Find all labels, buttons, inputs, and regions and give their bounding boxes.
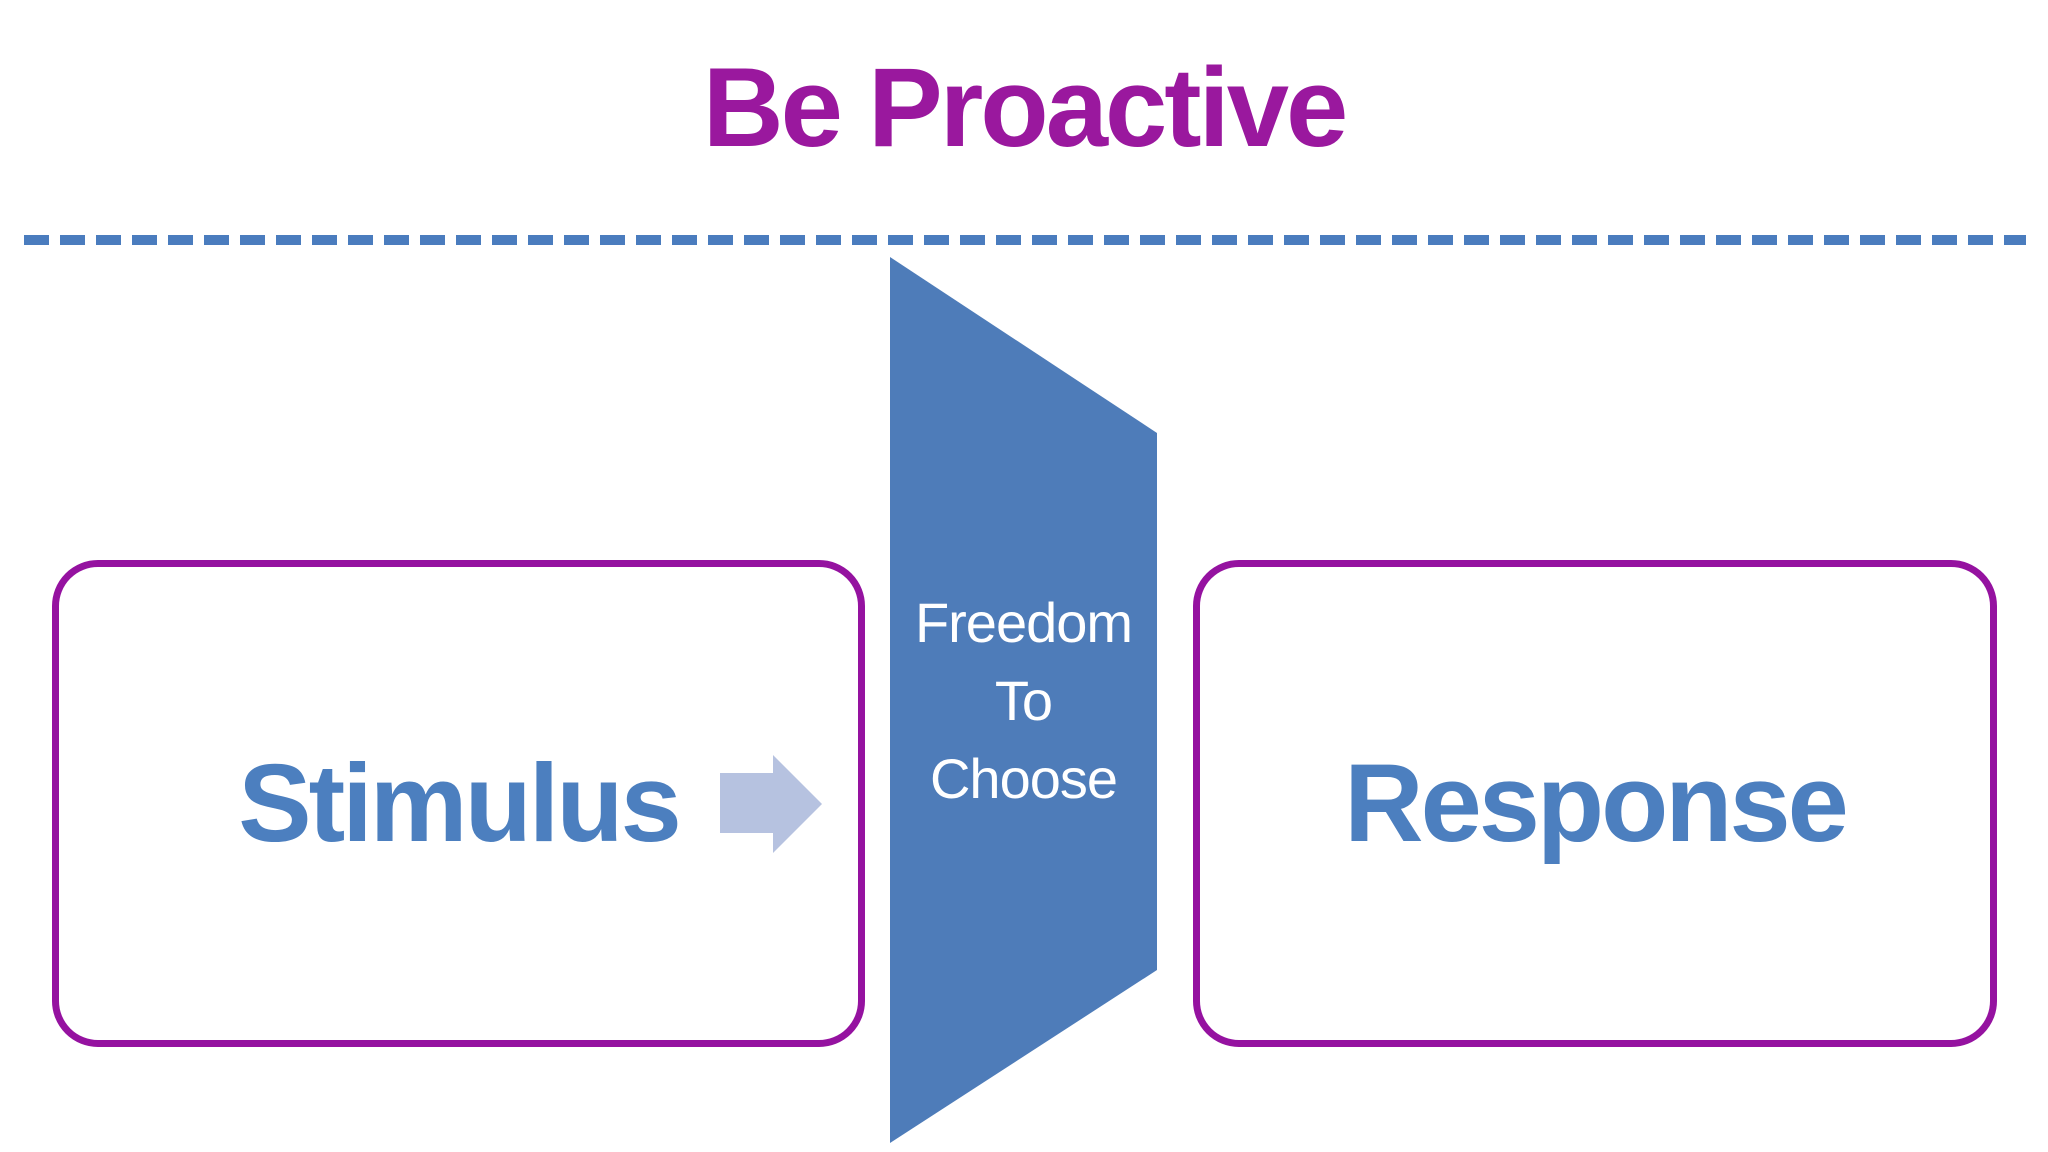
right-arrow-polygon <box>720 755 822 853</box>
right-arrow-icon <box>720 755 822 853</box>
stimulus-label: Stimulus <box>238 742 681 865</box>
freedom-panel-line-3: Choose <box>929 747 1118 810</box>
page-title: Be Proactive <box>702 45 1349 170</box>
stimulus-box: Stimulus <box>52 560 865 1047</box>
freedom-panel-line-1: Freedom <box>914 591 1133 654</box>
freedom-panel-polygon <box>890 257 1157 1143</box>
dashed-divider-line <box>24 235 2026 245</box>
freedom-panel-line-2: To <box>994 669 1053 732</box>
response-box: Response <box>1193 560 1997 1047</box>
freedom-panel-label: Freedom To Choose <box>890 584 1157 818</box>
response-label: Response <box>1344 742 1849 865</box>
freedom-panel-shape <box>890 257 1157 1143</box>
